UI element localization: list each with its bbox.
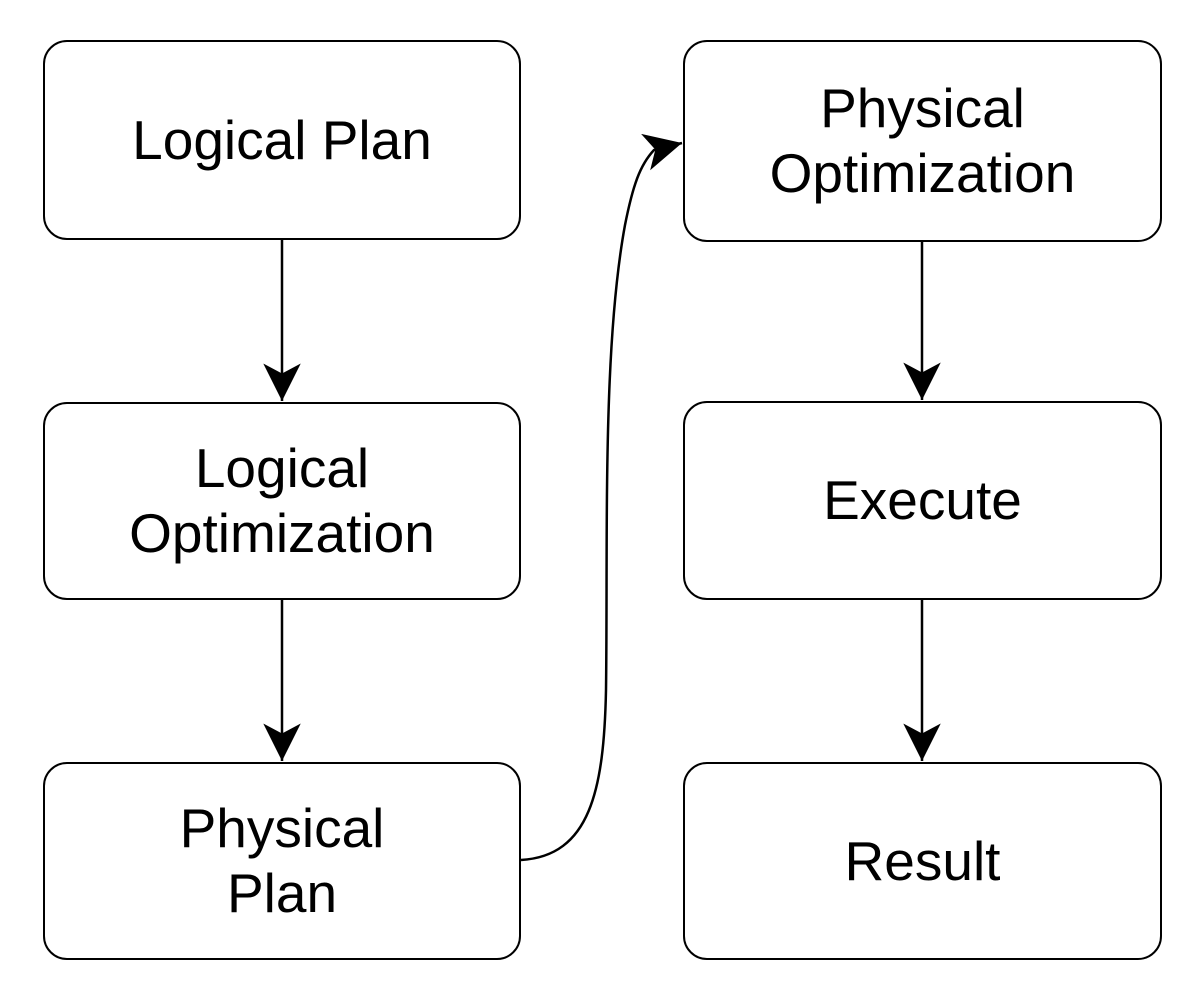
node-result: Result: [683, 762, 1162, 960]
node-physical-optimization-label: Physical Optimization: [769, 77, 1076, 204]
node-execute-label: Execute: [823, 469, 1022, 531]
node-logical-plan-label: Logical Plan: [132, 108, 432, 171]
edge-physical-plan-to-physical-optimization: [520, 133, 683, 862]
node-logical-optimization: Logical Optimization: [43, 402, 521, 600]
node-result-label: Result: [844, 829, 1001, 892]
node-logical-optimization-label: Logical Optimization: [129, 437, 435, 564]
node-physical-plan: Physical Plan: [43, 762, 521, 960]
node-physical-optimization: Physical Optimization: [683, 40, 1162, 242]
node-physical-plan-label: Physical Plan: [179, 797, 385, 924]
node-logical-plan: Logical Plan: [43, 40, 521, 240]
node-execute: Execute: [683, 401, 1162, 600]
